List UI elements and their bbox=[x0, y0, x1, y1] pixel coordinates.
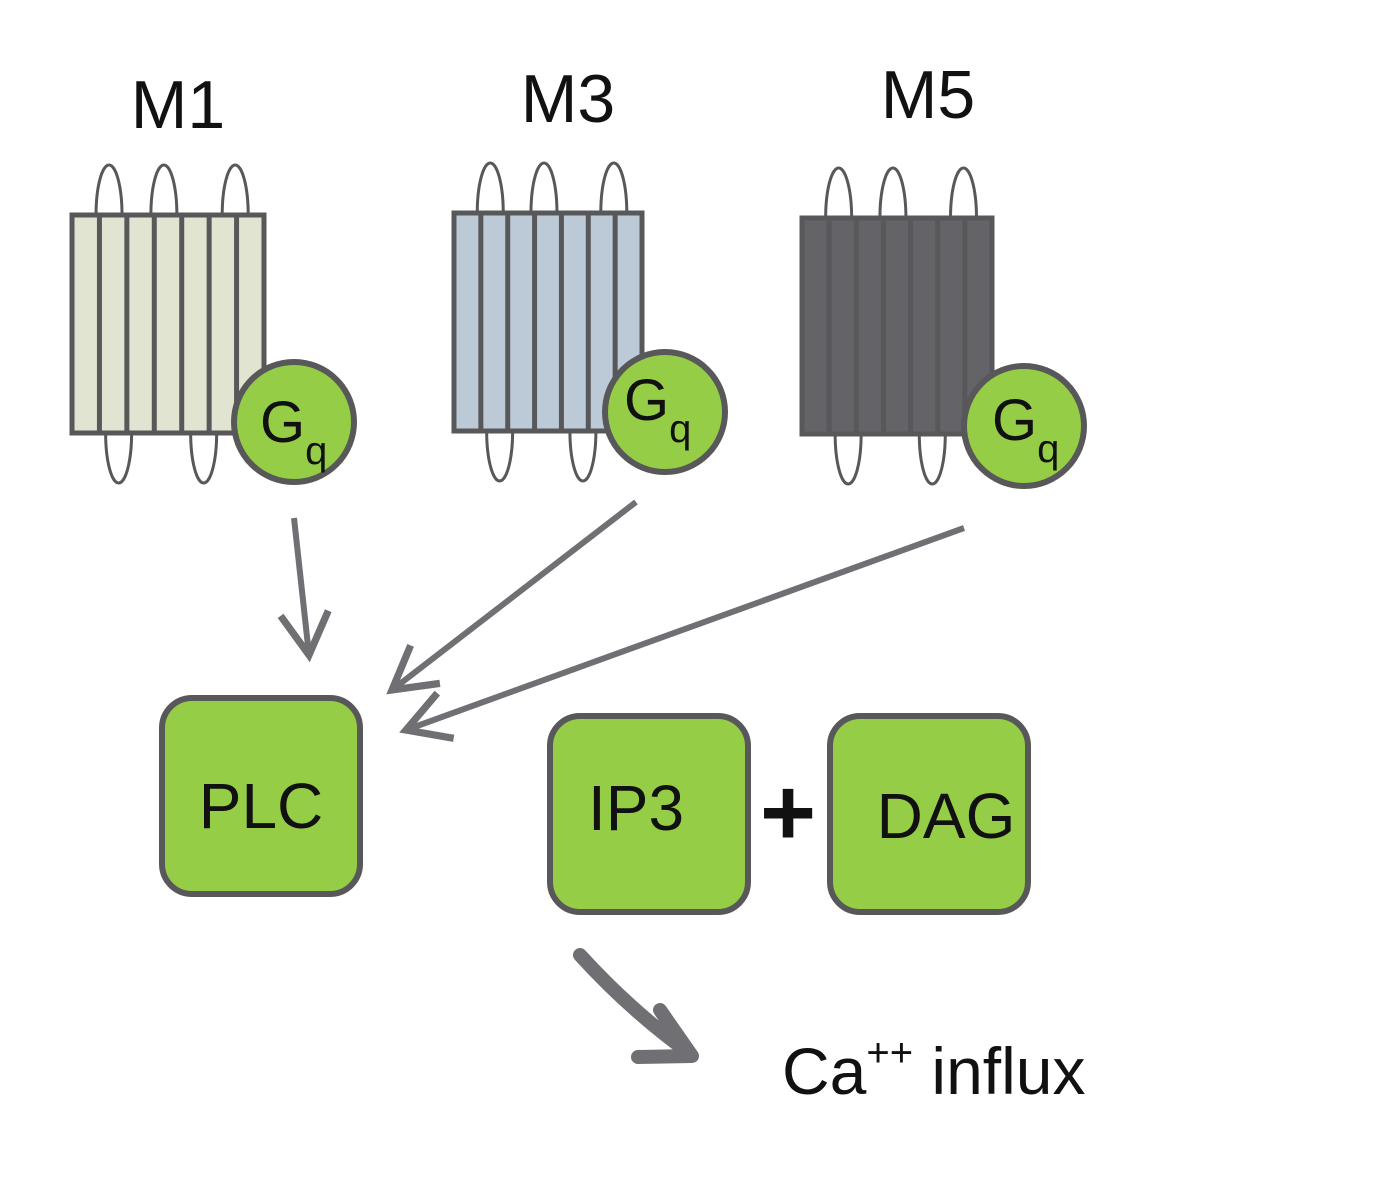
arrow-ip3-to-calcium-head bbox=[631, 1003, 699, 1064]
gq-label-m1: Gq bbox=[260, 390, 327, 473]
gq-label-m5: Gq bbox=[992, 388, 1059, 471]
calcium-influx-label: Ca++ influx bbox=[782, 1031, 1086, 1108]
gq-label-m3: Gq bbox=[624, 368, 691, 451]
gq-protein-m3: Gq bbox=[602, 349, 728, 475]
dag-box: DAG bbox=[827, 713, 1031, 915]
receptor-m1 bbox=[69, 163, 267, 485]
plus-sign: + bbox=[760, 759, 816, 866]
dag-label: DAG bbox=[877, 780, 1016, 852]
ip3-label: IP3 bbox=[588, 772, 684, 844]
plc-box: PLC bbox=[159, 695, 363, 897]
arrow-m1-to-plc bbox=[277, 517, 332, 663]
ip3-box: IP3 bbox=[547, 713, 751, 915]
receptor-body bbox=[69, 212, 267, 436]
gq-protein-m5: Gq bbox=[961, 363, 1087, 489]
receptor-label-m5: M5 bbox=[881, 57, 975, 133]
arrow-m3-to-plc bbox=[386, 499, 638, 695]
gq-protein-m1: Gq bbox=[231, 359, 357, 485]
plc-label: PLC bbox=[199, 770, 324, 842]
receptor-label-m1: M1 bbox=[131, 67, 225, 143]
arrow-m5-to-plc bbox=[399, 525, 966, 742]
receptor-body bbox=[799, 215, 995, 437]
receptor-label-m3: M3 bbox=[521, 61, 615, 137]
receptor-m5 bbox=[799, 166, 995, 486]
